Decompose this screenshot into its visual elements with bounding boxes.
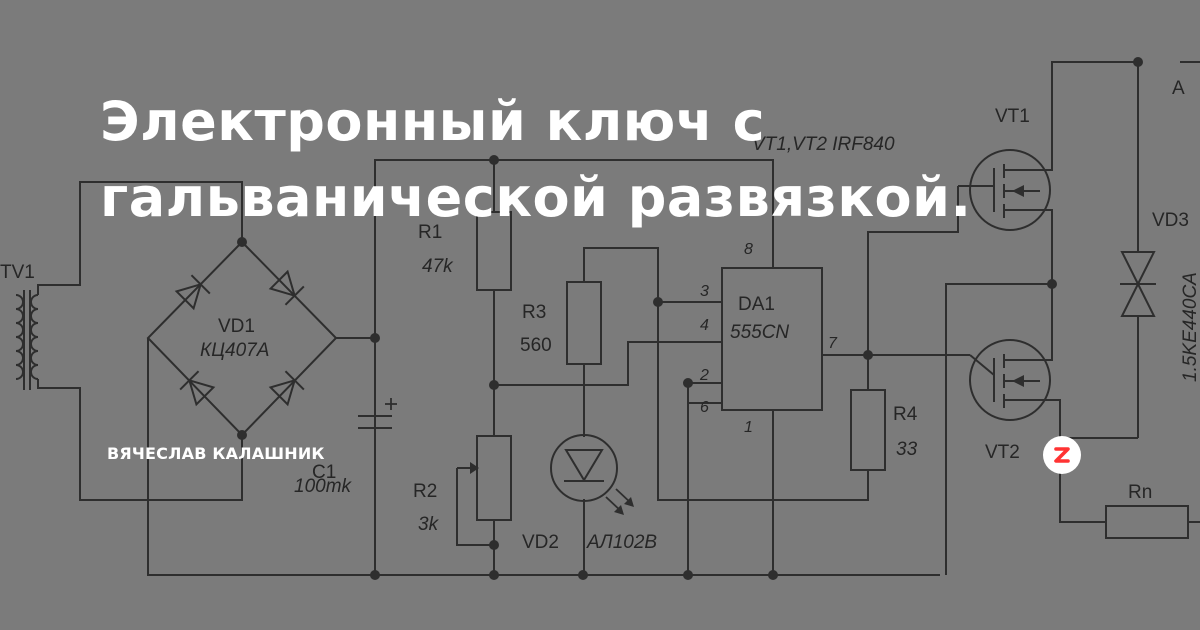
resistor-r1 [476, 160, 512, 436]
label-node-a: A [1172, 78, 1185, 99]
label-da1: DA1 [738, 294, 775, 315]
label-vd1: VD1 [218, 316, 255, 337]
label-r1-value: 47k [422, 256, 454, 277]
mosfet-vt1 [958, 61, 1138, 284]
article-title-line1: Электронный ключ с [100, 90, 766, 153]
label-pin2: 2 [699, 367, 709, 384]
zen-z-logo-icon [1043, 436, 1081, 474]
label-r1: R1 [418, 222, 442, 243]
label-pin1: 1 [744, 419, 753, 436]
label-pin7: 7 [828, 335, 838, 352]
article-title-line2: гальванической развязкой. [100, 166, 972, 229]
timer-ic-da1 [721, 267, 823, 411]
label-r4-value: 33 [896, 439, 918, 460]
author-name: ВЯЧЕСЛАВ КАЛАШНИК [107, 444, 325, 463]
article-title: Электронный ключ с гальванической развяз… [100, 84, 1100, 236]
label-c1-value: 100mk [294, 476, 353, 497]
label-r3-value: 560 [520, 335, 552, 356]
label-pin8: 8 [744, 241, 753, 258]
tvs-diode-vd3 [1120, 57, 1156, 438]
label-r2: R2 [413, 481, 437, 502]
label-vd2: VD2 [522, 532, 559, 553]
label-vd1-type: КЦ407А [200, 340, 269, 361]
label-vt2: VT2 [985, 442, 1020, 463]
label-vd2-type: АЛ102В [586, 532, 657, 553]
label-pin4: 4 [700, 317, 709, 334]
potentiometer-r2 [456, 435, 512, 575]
label-r3: R3 [522, 302, 546, 323]
power-rails [147, 155, 940, 580]
label-pin6: 6 [700, 399, 709, 416]
label-rn: Rn [1128, 482, 1152, 503]
timer-wiring [494, 186, 970, 575]
label-tv1: TV1 [0, 262, 35, 283]
resistor-r4 [850, 389, 886, 471]
transformer-tv1 [15, 181, 243, 501]
schematic-labels: TV1 VD1 КЦ407А C1 100mk R1 47k R2 3k R3 … [0, 78, 1200, 553]
label-vd3: VD3 [1152, 210, 1189, 231]
label-da1-type: 555CN [730, 322, 789, 343]
resistor-r3 [566, 247, 659, 437]
mosfet-vt2 [945, 279, 1138, 575]
label-vt1: VT1 [995, 106, 1030, 127]
label-r2-value: 3k [418, 514, 440, 535]
label-r4: R4 [893, 404, 918, 425]
led-vd2 [550, 434, 634, 575]
label-vt-spec: VT1,VT2 IRF840 [752, 134, 895, 155]
diode-bridge-vd1 [146, 237, 338, 440]
label-pin3: 3 [700, 283, 709, 300]
zen-z-glyph-icon [1054, 447, 1070, 463]
capacitor-c1 [358, 398, 397, 429]
label-c1: C1 [312, 462, 336, 483]
label-vd3-type: 1.5KE440CA [1180, 272, 1200, 382]
